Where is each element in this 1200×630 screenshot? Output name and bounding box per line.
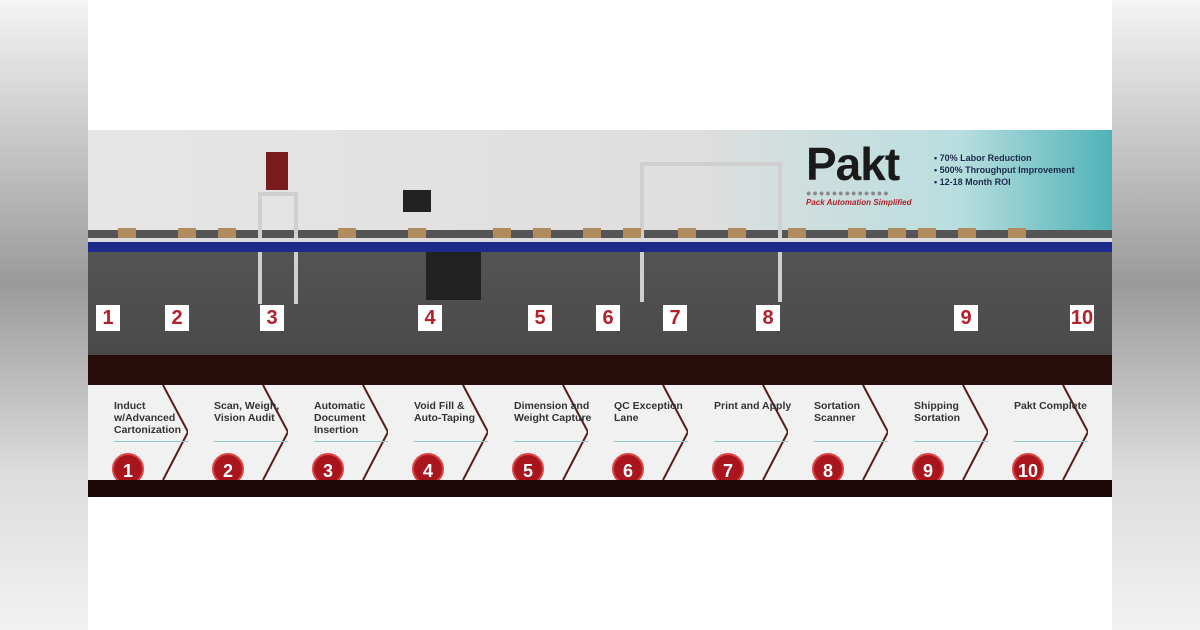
step-number-badge: 2 [212,453,244,485]
step-3: Automatic Document Insertion 3 [288,385,388,485]
step-label: Automatic Document Insertion [314,400,366,436]
step-10: Pakt Complete 10 [988,385,1088,485]
chevron-divider [862,385,888,480]
print-apply-gantry [640,162,782,302]
carton-box [118,228,136,238]
underline [514,441,588,442]
chevron-divider [562,385,588,480]
carton-box [623,228,641,238]
underline [814,441,888,442]
carton-box [338,228,356,238]
step-number-badge: 3 [312,453,344,485]
carton-box [958,228,976,238]
station-number: 1 [96,305,120,331]
carton-box [788,228,806,238]
step-6: QC Exception Lane 6 [588,385,688,485]
station-number: 7 [663,305,687,331]
benefit: • 12-18 Month ROI [934,177,1011,187]
conveyor [88,238,1112,252]
underline [914,441,988,442]
station-number: 4 [418,305,442,331]
carton-box [678,228,696,238]
carton-box [408,228,426,238]
chevron-divider [1062,385,1088,480]
chevron-divider [262,385,288,480]
chevron-divider [462,385,488,480]
divider-band [88,355,1112,385]
carton-box [533,228,551,238]
step-label: QC Exception Lane [614,400,683,424]
step-number-badge: 6 [612,453,644,485]
carton-box [1008,228,1026,238]
underline [214,441,288,442]
step-label: Dimension and Weight Capture [514,400,592,424]
step-number-badge: 5 [512,453,544,485]
step-number-badge: 8 [812,453,844,485]
right-background [1112,0,1200,630]
chevron-divider [962,385,988,480]
benefit: • 70% Labor Reduction [934,153,1032,163]
underline [314,441,388,442]
step-number-badge: 4 [412,453,444,485]
station-number: 6 [596,305,620,331]
carton-box [918,228,936,238]
step-label: Scan, Weigh, Vision Audit [214,400,280,424]
step-label: Shipping Sortation [914,400,961,424]
station-number: 3 [260,305,284,331]
chevron-divider [662,385,688,480]
pakt-infographic: 1 2 3 4 5 6 7 8 9 10 Pakt ●●●●●●●●●●●●● Pack Auto… [88,130,1112,497]
benefits-list: • 70% Labor Reduction • 500% Throughput … [934,152,1075,188]
station-number: 8 [756,305,780,331]
step-2: Scan, Weigh, Vision Audit 2 [188,385,288,485]
underline [414,441,488,442]
carton-box [493,228,511,238]
pakt-logo: Pakt ●●●●●●●●●●●●● Pack Automation Simpl… [806,138,912,207]
step-label: Void Fill & Auto-Taping [414,400,476,424]
carton-box [728,228,746,238]
process-steps: Induct w/Advanced Cartonization 1 Scan, We… [88,385,1112,485]
step-8: Sortation Scanner 8 [788,385,888,485]
left-background [0,0,88,630]
step-label: Print and Apply [714,400,792,412]
step-label: Pakt Complete [1014,400,1087,412]
carton-box [218,228,236,238]
underline [114,441,188,442]
bottom-band [88,480,1112,497]
underline [614,441,688,442]
station-number: 2 [165,305,189,331]
step-label: Sortation Scanner [814,400,861,424]
chevron-divider [362,385,388,480]
step-label: Induct w/Advanced Cartonization [114,400,182,436]
carton-box [178,228,196,238]
taping-machine-screen [403,190,431,212]
step-5: Dimension and Weight Capture 5 [488,385,591,485]
step-number-badge: 10 [1012,453,1044,485]
chevron-divider [162,385,188,480]
carton-box [848,228,866,238]
station-number: 5 [528,305,552,331]
benefit: • 500% Throughput Improvement [934,165,1075,175]
step-4: Void Fill & Auto-Taping 4 [388,385,488,485]
packing-line-illustration: 1 2 3 4 5 6 7 8 9 10 Pakt ●●●●●●●●●●●●● Pack Auto… [88,130,1112,355]
carton-box [888,228,906,238]
station-number: 10 [1070,305,1094,331]
chevron-divider [762,385,788,480]
step-number-badge: 1 [112,453,144,485]
underline [1014,441,1088,442]
station-number: 9 [954,305,978,331]
robot-arm [266,152,288,190]
step-1: Induct w/Advanced Cartonization 1 [88,385,188,485]
carton-box [583,228,601,238]
underline [714,441,788,442]
